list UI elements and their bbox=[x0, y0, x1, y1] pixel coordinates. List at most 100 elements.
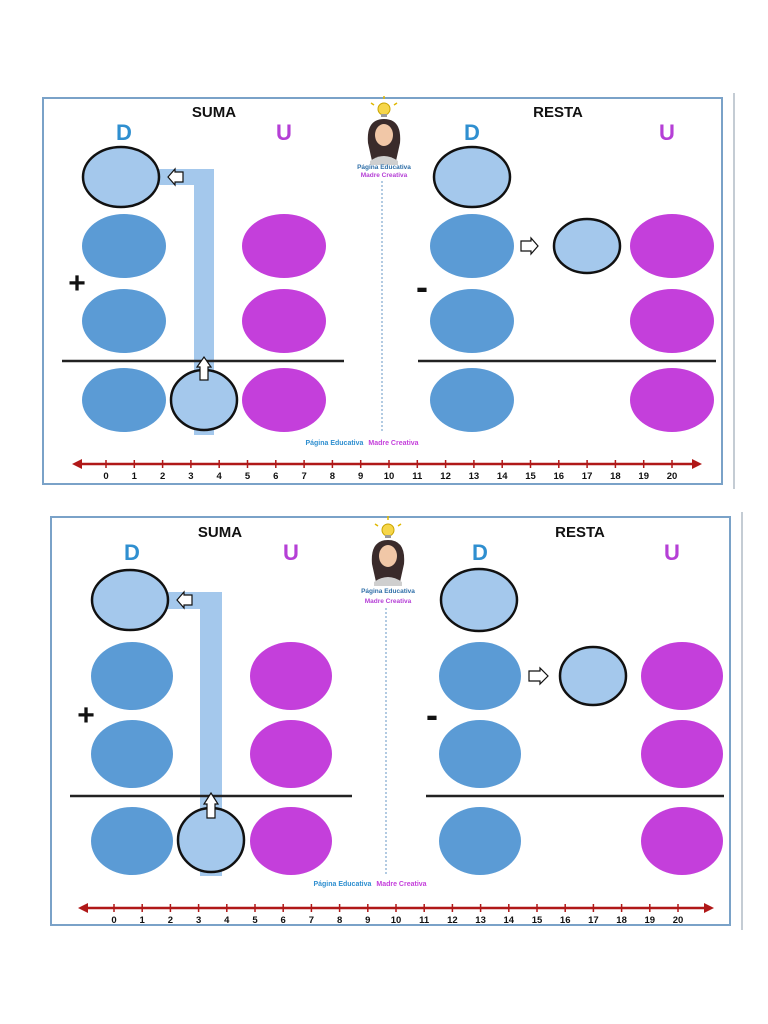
suma-title: SUMA bbox=[198, 524, 242, 541]
resta-borrow-units-circle bbox=[552, 217, 622, 275]
number-line-label: 10 bbox=[384, 471, 395, 482]
watermark: Página Educativa Madre Creativa bbox=[305, 440, 418, 447]
logo-line-1: Página Educativa bbox=[357, 164, 411, 171]
worksheet-panel-top: SUMA RESTA D U D U Página Educativa Madr… bbox=[42, 93, 735, 489]
number-line-right-arrow-icon bbox=[704, 903, 714, 913]
logo: Página Educativa Madre Creativa bbox=[357, 96, 411, 179]
suma-result-units-circle bbox=[242, 368, 326, 432]
suma-tens-circle-1 bbox=[82, 214, 166, 278]
suma-units-label: U bbox=[276, 120, 292, 145]
resta-tens-circle-2 bbox=[439, 720, 521, 788]
number-line-label: 13 bbox=[469, 471, 480, 482]
carry-tens-circle bbox=[90, 568, 170, 632]
number-line-label: 10 bbox=[391, 915, 402, 926]
carry-path-vertical bbox=[200, 592, 222, 876]
number-line-label: 6 bbox=[273, 471, 278, 482]
number-line-right-arrow-icon bbox=[692, 459, 702, 469]
resta-title: RESTA bbox=[555, 524, 605, 541]
resta-tens-label: D bbox=[472, 540, 488, 565]
number-line-label: 2 bbox=[160, 471, 165, 482]
suma-tens-circle-1 bbox=[91, 642, 173, 710]
number-line-label: 18 bbox=[610, 471, 621, 482]
number-line-label: 8 bbox=[337, 915, 342, 926]
resta-result-units-circle bbox=[630, 368, 714, 432]
number-line-label: 1 bbox=[140, 915, 146, 926]
right-arrow-icon bbox=[528, 666, 549, 686]
worksheet-svg: SUMA RESTA D U D U Página Educativa Madr… bbox=[70, 516, 724, 926]
worksheet-svg: SUMA RESTA D U D U Página Educativa Madr… bbox=[62, 96, 716, 482]
plus-sign: + bbox=[77, 699, 95, 732]
left-arrow-icon bbox=[167, 167, 184, 187]
resta-tens-label: D bbox=[464, 120, 480, 145]
suma-tens-label: D bbox=[116, 120, 132, 145]
logo-line-2: Madre Creativa bbox=[361, 172, 408, 179]
suma-tens-circle-2 bbox=[82, 289, 166, 353]
right-arrow-icon bbox=[520, 236, 539, 256]
number-line-label: 3 bbox=[196, 915, 201, 926]
number-line-label: 12 bbox=[447, 915, 458, 926]
minus-sign: - bbox=[426, 694, 438, 735]
resta-units-circle-2 bbox=[630, 289, 714, 353]
suma-result-tens-circle bbox=[91, 807, 173, 875]
up-arrow-icon bbox=[202, 791, 220, 819]
number-line-label: 13 bbox=[475, 915, 486, 926]
suma-tens-circle-2 bbox=[91, 720, 173, 788]
suma-title: SUMA bbox=[192, 104, 236, 121]
watermark-part-2: Madre Creativa bbox=[376, 881, 426, 888]
panel-edge bbox=[733, 93, 735, 489]
number-line-label: 17 bbox=[582, 471, 593, 482]
logo-line-2: Madre Creativa bbox=[365, 598, 412, 605]
number-line-label: 15 bbox=[532, 915, 543, 926]
resta-units-circle-1 bbox=[630, 214, 714, 278]
number-line-label: 14 bbox=[504, 915, 515, 926]
minus-sign: - bbox=[416, 266, 428, 307]
number-line-label: 7 bbox=[301, 471, 306, 482]
resta-units-label: U bbox=[664, 540, 680, 565]
watermark: Página Educativa Madre Creativa bbox=[313, 881, 426, 888]
number-line-label: 9 bbox=[365, 915, 370, 926]
number-line-label: 9 bbox=[358, 471, 363, 482]
number-line-label: 11 bbox=[412, 471, 423, 482]
number-line-label: 5 bbox=[245, 471, 251, 482]
number-line-label: 8 bbox=[330, 471, 335, 482]
number-line-label: 19 bbox=[638, 471, 649, 482]
lightbulb-girl-icon bbox=[367, 96, 401, 165]
suma-units-circle-2 bbox=[242, 289, 326, 353]
suma-units-circle-1 bbox=[242, 214, 326, 278]
number-line-label: 6 bbox=[281, 915, 286, 926]
number-line-label: 0 bbox=[111, 915, 116, 926]
logo: Página Educativa Madre Creativa bbox=[361, 516, 415, 605]
number-line-label: 11 bbox=[419, 915, 430, 926]
lightbulb-girl-icon bbox=[371, 516, 405, 586]
number-line-label: 5 bbox=[252, 915, 258, 926]
number-line-left-arrow-icon bbox=[78, 903, 88, 913]
watermark-part-1: Página Educativa bbox=[305, 440, 363, 447]
resta-units-circle-2 bbox=[641, 720, 723, 788]
number-line-left-arrow-icon bbox=[72, 459, 82, 469]
number-line-label: 1 bbox=[132, 471, 138, 482]
carry-path-vertical bbox=[194, 169, 214, 435]
number-line-label: 4 bbox=[217, 471, 223, 482]
carry-path-horizontal bbox=[154, 169, 214, 185]
suma-units-circle-1 bbox=[250, 642, 332, 710]
number-line-label: 16 bbox=[554, 471, 565, 482]
carry-tens-circle bbox=[81, 145, 161, 209]
number-line-label: 20 bbox=[667, 471, 678, 482]
suma-units-label: U bbox=[283, 540, 299, 565]
resta-tens-circle-1 bbox=[439, 642, 521, 710]
number-line-label: 15 bbox=[525, 471, 536, 482]
resta-units-circle-1 bbox=[641, 642, 723, 710]
number-line-label: 19 bbox=[645, 915, 656, 926]
resta-tens-circle-2 bbox=[430, 289, 514, 353]
resta-title: RESTA bbox=[533, 104, 583, 121]
number-line-label: 4 bbox=[224, 915, 230, 926]
resta-tens-circle-1 bbox=[430, 214, 514, 278]
resta-borrow-units-circle bbox=[558, 645, 628, 707]
logo-line-1: Página Educativa bbox=[361, 588, 415, 595]
number-line-label: 17 bbox=[588, 915, 599, 926]
suma-result-tens-circle bbox=[82, 368, 166, 432]
number-line-label: 0 bbox=[103, 471, 108, 482]
resta-borrow-tens-circle bbox=[439, 567, 519, 633]
